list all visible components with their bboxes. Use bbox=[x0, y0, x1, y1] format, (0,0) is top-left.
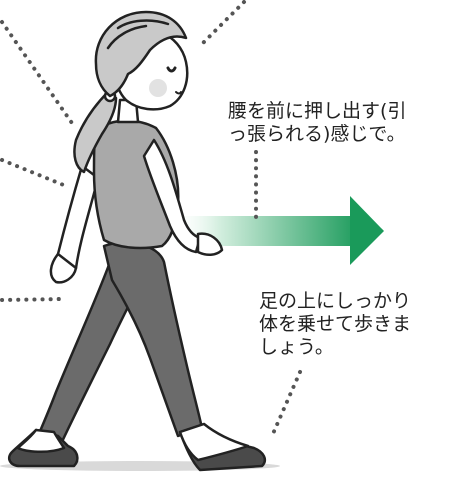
back-hand bbox=[49, 252, 78, 284]
leader-head bbox=[198, 0, 246, 48]
leader-arm bbox=[0, 158, 68, 188]
feet-tip-caption: 足の上にしっかり 体を乗せて歩きま しょう。 bbox=[259, 290, 411, 359]
caption-line: 足の上にしっかり bbox=[259, 290, 412, 312]
mouth bbox=[175, 91, 182, 95]
caption-line: しょう。 bbox=[259, 336, 334, 358]
waist-tip-caption: 腰を前に押し出す(引 っ張られる)感じで。 bbox=[228, 100, 406, 146]
hair bbox=[94, 10, 188, 98]
caption-line: 腰を前に押し出す(引 bbox=[228, 100, 407, 122]
dotted-leader-lines bbox=[0, 0, 302, 438]
front-leg bbox=[102, 241, 204, 438]
caption-line: 体を乗せて歩きま bbox=[259, 313, 412, 335]
front-hand bbox=[196, 232, 224, 256]
ponytail-hair bbox=[73, 90, 118, 174]
walking-woman-illustration bbox=[8, 10, 266, 472]
leader-feet bbox=[270, 370, 302, 438]
leader-hip bbox=[0, 297, 64, 302]
leader-ponytail bbox=[0, 20, 76, 128]
caption-line: っ張られる)感じで。 bbox=[228, 123, 406, 145]
front-shoe-upper bbox=[178, 422, 250, 462]
hair-strand bbox=[116, 19, 170, 30]
hair-strand bbox=[106, 24, 148, 50]
back-shoe-upper bbox=[16, 428, 66, 453]
cheek bbox=[149, 79, 167, 97]
eye bbox=[166, 66, 177, 73]
